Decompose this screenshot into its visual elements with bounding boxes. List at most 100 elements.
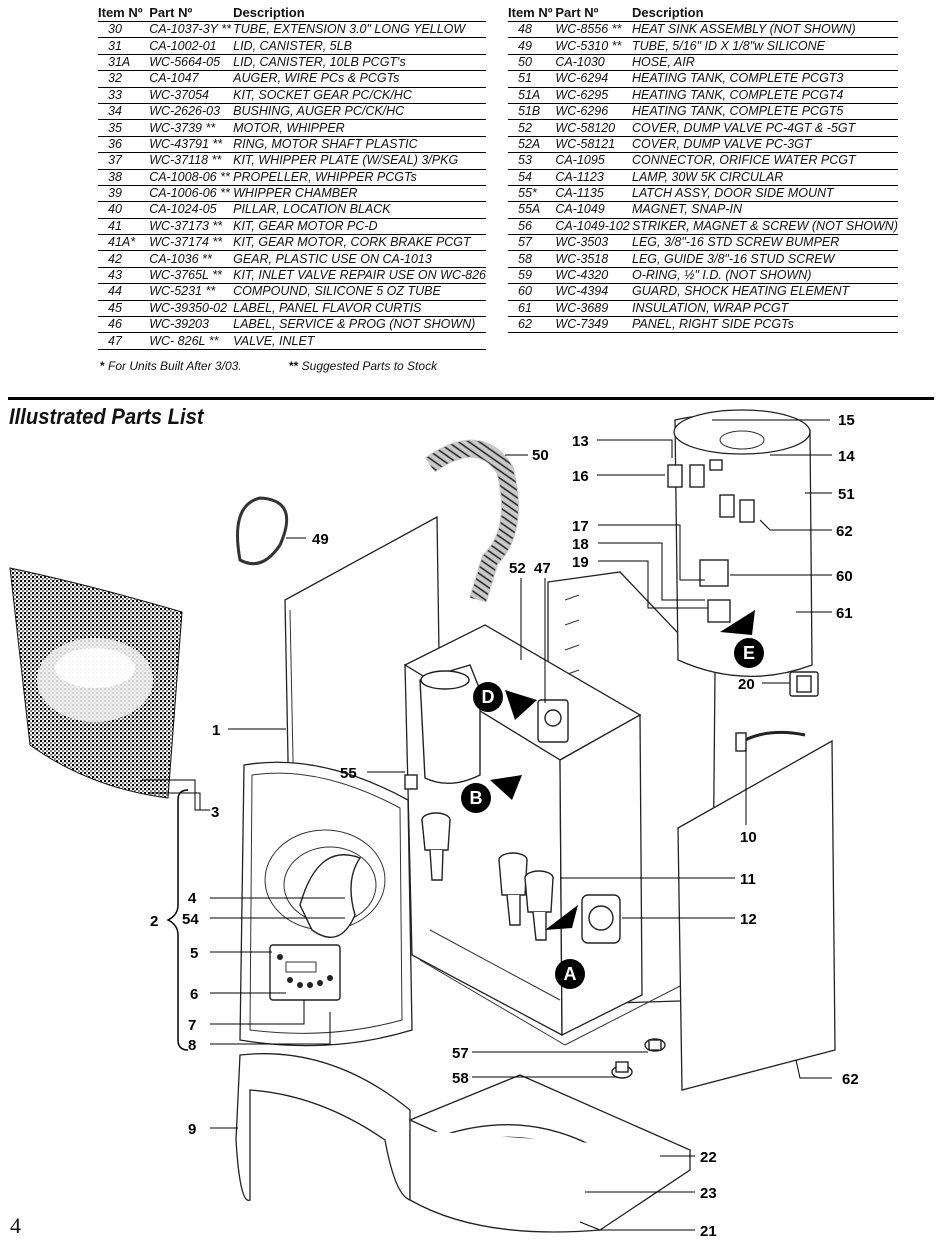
description-cell: COMPOUND, SILICONE 5 OZ TUBE bbox=[233, 283, 486, 301]
item-cell: 35 bbox=[98, 119, 150, 137]
callout-label: 6 bbox=[190, 986, 198, 1003]
badge-letter: B bbox=[470, 788, 483, 808]
item-cell: 34 bbox=[98, 103, 150, 121]
item-cell: 39 bbox=[98, 185, 150, 203]
part-number-cell: CA-1095 bbox=[555, 152, 633, 170]
description-cell: TUBE, EXTENSION 3.0" LONG YELLOW bbox=[233, 21, 486, 39]
item-cell: 59 bbox=[508, 267, 556, 285]
description-cell: KIT, GEAR MOTOR PC-D bbox=[233, 218, 486, 236]
part-number-cell: CA-1037-3Y ** bbox=[149, 21, 234, 39]
callout-label: 18 bbox=[572, 536, 589, 553]
description-cell: MOTOR, WHIPPER bbox=[233, 119, 486, 137]
part-number-cell: WC-7349 bbox=[555, 316, 633, 334]
part-number-cell: WC-39203 bbox=[149, 316, 234, 334]
item-cell: 49 bbox=[508, 37, 556, 55]
item-cell: 31A bbox=[98, 54, 150, 72]
description-cell: HEATING TANK, COMPLETE PCGT5 bbox=[632, 103, 898, 121]
callout-label: 3 bbox=[211, 804, 219, 821]
description-cell: KIT, SOCKET GEAR PC/CK/HC bbox=[233, 87, 486, 104]
direction-badge: E bbox=[720, 610, 764, 668]
part-number-cell: WC-4320 bbox=[555, 267, 633, 285]
part-number-cell: WC-58120 bbox=[555, 119, 633, 137]
part-number-cell: WC-3689 bbox=[555, 300, 633, 318]
description-cell: TUBE, 5/16" ID X 1/8"w SILICONE bbox=[632, 37, 898, 55]
description-cell: GEAR, PLASTIC USE ON CA-1013 bbox=[233, 250, 486, 268]
direction-arrow bbox=[490, 775, 522, 800]
badge-letter: D bbox=[482, 687, 495, 707]
part-number-cell: WC-4394 bbox=[555, 283, 633, 301]
description-cell: WHIPPER CHAMBER bbox=[233, 185, 486, 203]
item-cell: 52 bbox=[508, 119, 556, 137]
door-latch bbox=[404, 774, 418, 790]
description-cell: AUGER, WIRE PCs & PCGTs bbox=[233, 70, 486, 88]
description-cell: CONNECTOR, ORIFICE WATER PCGT bbox=[632, 152, 898, 170]
item-cell: 60 bbox=[508, 283, 556, 301]
callout-label: 51 bbox=[838, 486, 855, 503]
callout-label: 13 bbox=[572, 433, 589, 450]
item-cell: 51A bbox=[508, 87, 556, 104]
callout-label: 8 bbox=[188, 1037, 196, 1054]
item-cell: 55* bbox=[508, 185, 556, 203]
item-cell: 30 bbox=[98, 21, 150, 39]
callout-label: 49 bbox=[312, 531, 329, 548]
part-number-cell: CA-1002-01 bbox=[149, 37, 234, 55]
part-number-cell: CA-1047 bbox=[149, 70, 234, 88]
direction-arrow bbox=[505, 690, 537, 720]
item-cell: 51 bbox=[508, 70, 556, 88]
description-cell: KIT, GEAR MOTOR, CORK BRAKE PCGT bbox=[233, 234, 486, 252]
callout-label: 10 bbox=[740, 829, 757, 846]
power-cord bbox=[735, 730, 806, 752]
item-cell: 33 bbox=[98, 87, 150, 104]
item-cell: 52A bbox=[508, 136, 556, 154]
mixing-chambers bbox=[421, 812, 554, 941]
part-number-cell: WC-43791 ** bbox=[149, 136, 234, 154]
callout-label: 61 bbox=[836, 605, 853, 622]
canister bbox=[419, 664, 481, 784]
description-cell: PILLAR, LOCATION BLACK bbox=[233, 201, 486, 219]
description-cell: HOSE, AIR bbox=[632, 54, 898, 72]
silicone-tube bbox=[236, 496, 289, 566]
part-number-cell: WC-3765L ** bbox=[149, 267, 234, 285]
item-cell: 56 bbox=[508, 218, 556, 236]
section-divider bbox=[8, 397, 934, 400]
table-row: 41A*WC-37174 **KIT, GEAR MOTOR, CORK BRA… bbox=[98, 234, 486, 252]
item-cell: 57 bbox=[508, 234, 556, 252]
callout-label: 62 bbox=[836, 523, 853, 540]
item-cell: 61 bbox=[508, 300, 556, 318]
badge-letter: E bbox=[743, 643, 755, 663]
callout-label: 1 bbox=[212, 722, 220, 739]
tank-valves bbox=[667, 464, 755, 523]
description-cell: COVER, DUMP VALVE PC-3GT bbox=[632, 136, 898, 154]
part-number-cell: WC-6294 bbox=[555, 70, 633, 88]
direction-arrow bbox=[545, 905, 578, 930]
description-cell: GUARD, SHOCK HEATING ELEMENT bbox=[632, 283, 898, 301]
splash-guard bbox=[235, 1053, 411, 1201]
part-number-cell: CA-1049 bbox=[555, 201, 633, 219]
item-cell: 41A* bbox=[98, 234, 150, 252]
part-number-cell: WC-5231 ** bbox=[149, 283, 234, 301]
dump-valve-cover bbox=[537, 699, 569, 743]
item-cell: 50 bbox=[508, 54, 556, 72]
item-cell: 45 bbox=[98, 300, 150, 318]
leader-lines bbox=[142, 419, 832, 1231]
description-cell: LEG, 3/8"-16 STD SCREW BUMPER bbox=[632, 234, 898, 252]
description-cell: INSULATION, WRAP PCGT bbox=[632, 300, 898, 318]
part-number-cell: WC-3739 ** bbox=[149, 119, 234, 137]
air-hose bbox=[424, 439, 519, 603]
direction-arrow bbox=[720, 610, 755, 635]
